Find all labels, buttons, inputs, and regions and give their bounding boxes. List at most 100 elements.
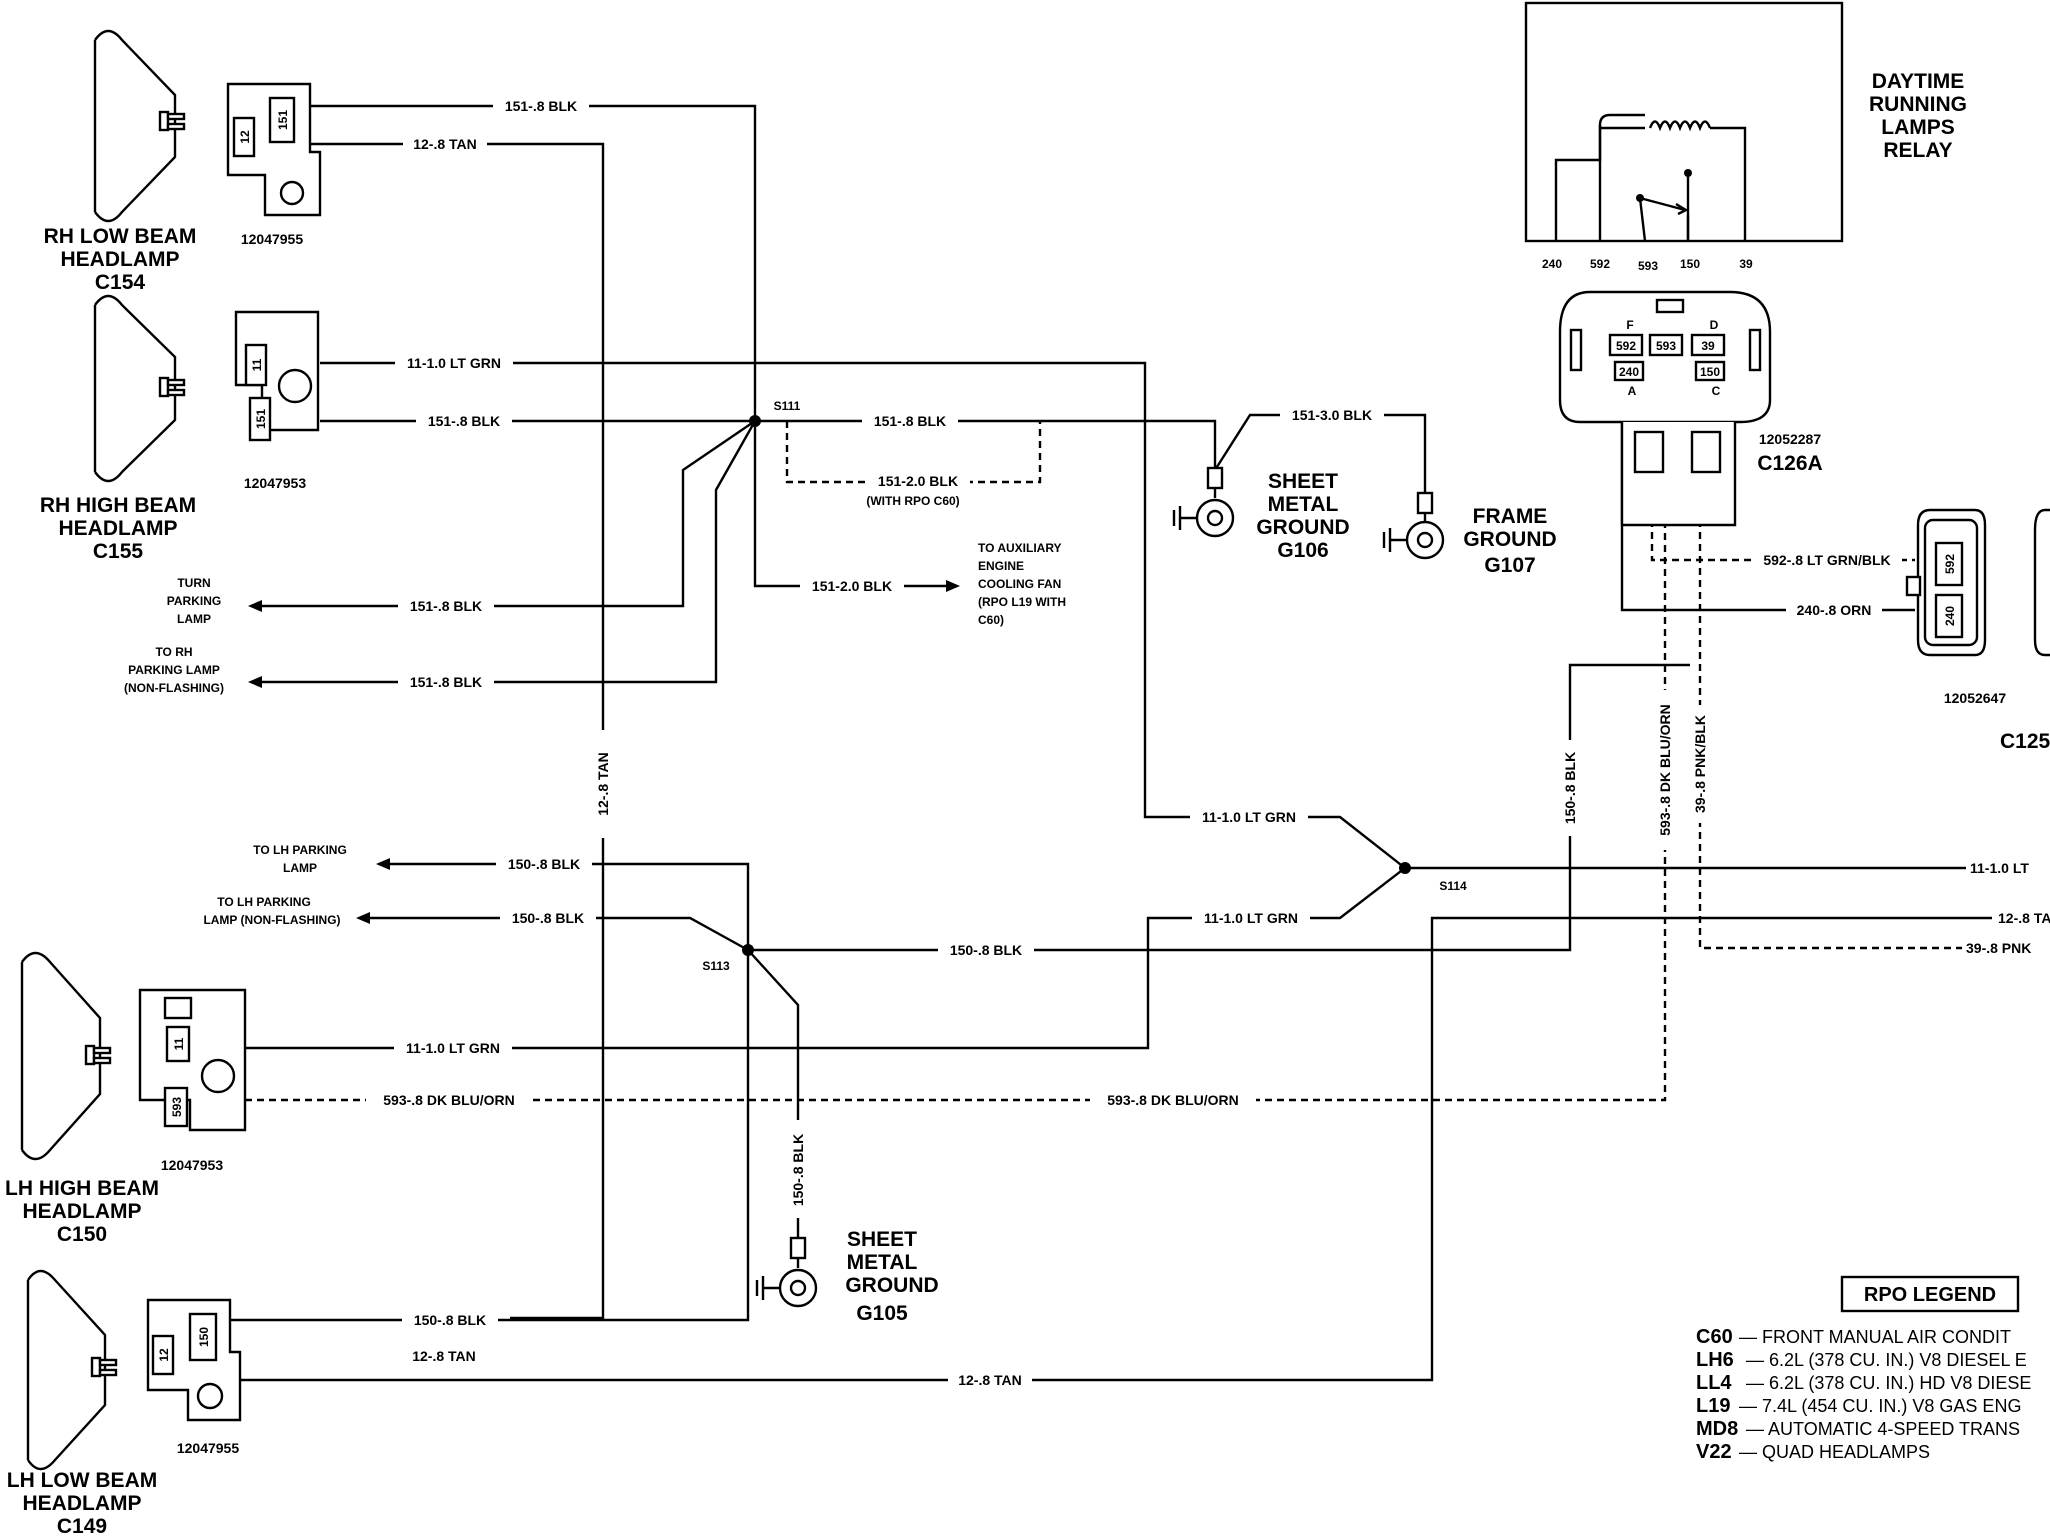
dest-lhpark-2: LAMP (283, 861, 317, 875)
dest-fan-1: TO AUXILIARY (978, 541, 1062, 555)
rh-high-label-2: HEADLAMP (59, 517, 178, 540)
relay-term-39: 39 (1739, 257, 1753, 271)
g107-label-1: FRAME (1473, 505, 1548, 528)
g106-label-4: G106 (1277, 539, 1328, 562)
relay-term-592: 592 (1590, 257, 1610, 271)
dest-rhpark-2: PARKING LAMP (128, 663, 220, 677)
dest-turn-1: TURN (177, 576, 210, 590)
headlamp-lh-high (20, 951, 112, 1161)
wlabel-151-top: 151-.8 BLK (505, 98, 577, 114)
wlabel-151-c60: 151-2.0 BLK (878, 473, 958, 489)
lh-high-label-3: C150 (57, 1223, 107, 1246)
pin-rh-high-151: 151 (254, 409, 268, 429)
relay-term-593: 593 (1638, 259, 1658, 273)
wlabel-11-rh: 11-1.0 LT GRN (407, 355, 501, 371)
pin-lh-low-150: 150 (197, 1327, 211, 1347)
c126a-pin-39: 39 (1701, 339, 1715, 353)
wlabel-12-lhlow: 12-.8 TAN (412, 1348, 476, 1364)
headlamp-rh-low (93, 29, 186, 223)
rpo-legend: RPO LEGEND C60 — FRONT MANUAL AIR CONDIT… (1696, 1284, 2031, 1463)
pin-lh-high-11: 11 (172, 1037, 186, 1050)
rh-low-part: 12047955 (241, 231, 304, 247)
g105-label-2: METAL (847, 1251, 918, 1274)
dest-rhpark-3: (NON-FLASHING) (124, 681, 224, 695)
dest-lhpark-nf-1: TO LH PARKING (217, 895, 311, 909)
wlabel-150-g105: 150-.8 BLK (790, 1134, 806, 1206)
wlabel-151-rh-high: 151-.8 BLK (428, 413, 500, 429)
legend-title: RPO LEGEND (1864, 1284, 1996, 1306)
c125-pin-240: 240 (1943, 606, 1957, 626)
lh-high-label-1: LH HIGH BEAM (5, 1177, 159, 1200)
relay-term-240: 240 (1542, 257, 1562, 271)
connector-c125 (1905, 508, 2050, 657)
dest-lhpark-1: TO LH PARKING (253, 843, 347, 857)
pin-rh-low-12: 12 (238, 130, 252, 144)
wire-151-rhpark (252, 420, 757, 684)
c126a-cav-f: F (1626, 318, 1633, 332)
wlabel-39-vert: 39-.8 PNK/BLK (1692, 715, 1708, 813)
lh-low-label-3: C149 (57, 1515, 107, 1536)
rh-low-label-3: C154 (95, 271, 146, 294)
legend-code-l19: L19 (1696, 1395, 1730, 1417)
wire-12-bottom (230, 916, 2050, 1382)
dest-fan-3: COOLING FAN (978, 577, 1061, 591)
ground-g106-symbol (1172, 466, 1235, 538)
rh-high-label-3: C155 (93, 540, 144, 563)
g106-label-1: SHEET (1268, 470, 1338, 493)
dest-lhpark-nf-2: LAMP (NON-FLASHING) (203, 913, 340, 927)
labels: RH LOW BEAM HEADLAMP C154 12047955 RH HI… (5, 70, 2050, 1536)
rh-high-part: 12047953 (244, 475, 307, 491)
splice-s111-dot (749, 415, 761, 427)
wlabel-150-lhpark: 150-.8 BLK (508, 856, 580, 872)
g105-label-4: G105 (856, 1302, 908, 1325)
rh-high-label-1: RH HIGH BEAM (40, 494, 196, 517)
legend-code-lh6: LH6 (1696, 1349, 1734, 1371)
c126a-pin-593: 593 (1656, 339, 1676, 353)
wlabel-592-c125: 592-.8 LT GRN/BLK (1763, 552, 1890, 568)
wire-150-lhlow (230, 950, 750, 1322)
relay-label-2: RUNNING (1869, 93, 1967, 116)
splice-s111: S111 (774, 399, 801, 413)
wire-151-turn (252, 420, 756, 608)
legend-box (1840, 1275, 2020, 1313)
ground-g105-symbol (755, 1236, 818, 1308)
c125-name: C125 (2000, 730, 2050, 753)
lh-low-part: 12047955 (177, 1440, 240, 1456)
connector-lh-low (146, 1298, 242, 1422)
wlabel-11-s114-top: 11-1.0 LT GRN (1202, 809, 1296, 825)
connector-rh-high (234, 310, 320, 442)
c126a-pin-592: 592 (1616, 339, 1636, 353)
c126a-cav-d: D (1710, 318, 1719, 332)
lh-low-label-1: LH LOW BEAM (7, 1469, 157, 1492)
pin-lh-low-12: 12 (157, 1348, 171, 1362)
relay-label-4: RELAY (1883, 139, 1952, 162)
c126a-part: 12052287 (1759, 431, 1822, 447)
wlabel-151-fan: 151-2.0 BLK (812, 578, 892, 594)
g105-label-3: GROUND (845, 1274, 938, 1297)
relay-label-3: LAMPS (1881, 116, 1955, 139)
connector-lh-high (138, 988, 247, 1132)
wlabel-12-vert: 12-.8 TAN (595, 752, 611, 816)
headlamp-rh-high (93, 294, 186, 483)
legend-code-v22: V22 (1696, 1441, 1732, 1463)
legend-text-l19: — 7.4L (454 CU. IN.) V8 GAS ENG (1739, 1396, 2021, 1416)
legend-text-c60: — FRONT MANUAL AIR CONDIT (1739, 1327, 2011, 1347)
wlabel-151-turn: 151-.8 BLK (410, 598, 482, 614)
c126a-name: C126A (1757, 452, 1822, 475)
wlabel-151-g106: 151-3.0 BLK (1292, 407, 1372, 423)
wlabel-240-c125: 240-.8 ORN (1797, 602, 1872, 618)
pin-rh-high-11: 11 (250, 358, 264, 371)
wire-593 (245, 460, 1667, 1102)
lh-high-part: 12047953 (161, 1157, 224, 1173)
pin-rh-low-151: 151 (276, 110, 290, 130)
dest-fan-5: C60) (978, 613, 1004, 627)
wire-labels: 151-.8 BLK 12-.8 TAN 11-1.0 LT GRN 151-.… (366, 96, 2050, 1390)
relay-term-150: 150 (1680, 257, 1700, 271)
relay-label-1: DAYTIME (1872, 70, 1965, 93)
wlabel-11-lh: 11-1.0 LT GRN (406, 1040, 500, 1056)
wire-150-lhpark-nf (360, 916, 749, 952)
legend-text-lh6: — 6.2L (378 CU. IN.) V8 DIESEL E (1746, 1350, 2027, 1370)
wlabel-150-s113: 150-.8 BLK (950, 942, 1022, 958)
wlabel-150-lhpark-nf: 150-.8 BLK (512, 910, 584, 926)
wlabel-12-bottom: 12-.8 TAN (958, 1372, 1022, 1388)
